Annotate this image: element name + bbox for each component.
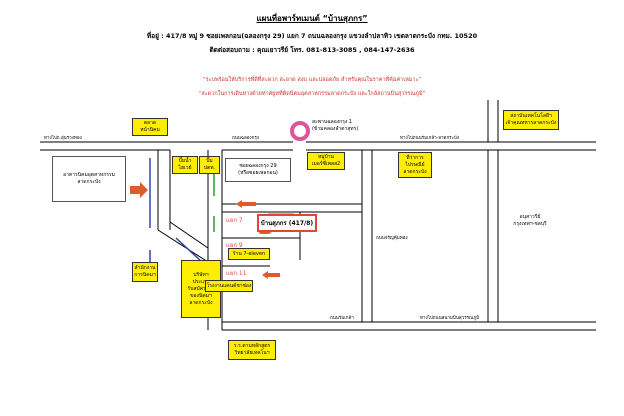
diagonal-road-edge-1 — [157, 229, 209, 263]
promo-note-2: “สะดวกในการเดินทางด้วยท่าศยูทที่ติดนิคมอ… — [198, 91, 426, 97]
road-label-top-right: ทางไปถนนร่มเกล้า-ลาดกระบัง — [400, 136, 460, 141]
road-label-chalong-krung: ถนนฉลองกรุง — [232, 136, 259, 141]
map-title: แผนที่อพาร์ทเมนต์ “บ้านสุภกร” — [256, 14, 368, 23]
place-factory: โรงงานแคนด์ชาช่อง — [205, 280, 253, 292]
soi-11-label: แยก 11 — [226, 270, 247, 277]
road-label-rom-klao-right: ทางไปถนนสนามบินสุวรรณภูมิ — [420, 316, 480, 321]
place-monument: อนุสาวรีย์ กรุงเทพฯ-ชลบุรี — [510, 212, 550, 230]
diagonal-road-edge-2 — [169, 221, 209, 249]
place-pump2: ปั๊ม ปตท. — [199, 156, 220, 174]
bridge-label: สะพานฉลองกรุง 1 (ข้ามคลองลำตาสุทร) — [312, 119, 359, 132]
place-soi29: ซอยฉลองกรุง 29 (หรือซอยเพลกอน) — [225, 158, 291, 182]
bridge-marker — [290, 121, 310, 141]
place-estate: อาคารนิคมอุตสาหกรรม ลาดกระบัง — [52, 156, 126, 202]
red-arrow-factory — [262, 271, 280, 279]
road-label-rom-klao: ถนนร่มเกล้า — [330, 316, 354, 321]
place-hospital: สถาบันเทคโนโลยีฯ เจ้าคุณทหารลาดกระบัง — [503, 110, 559, 130]
road-label-top-left: ทางไปถ.อุ่นรวงทอง — [44, 136, 82, 141]
address-line: ที่อยู่ : 417/8 หมู่ 9 ซอยเพลกอน(ฉลองกรุ… — [146, 32, 478, 40]
place-market: ตลาด หน้านิคม — [132, 118, 168, 136]
red-arrow-soi29 — [236, 200, 256, 208]
soi-7-label: แยก 7 — [226, 217, 243, 224]
road-label-khum-thong: ถนนจรัญคุ้มทอง — [376, 236, 408, 241]
place-school: ร.ร.ตามหลักสูตร วิทยาลัยเทคโนฯ — [228, 340, 276, 360]
promo-note-1: “ระบพร้อมให้บริการที่ดีที่สะดวก สะอาด สง… — [202, 77, 422, 83]
place-village: หมู่บ้าน เมอร์ซี่เพลส2 — [307, 152, 345, 170]
place-pump1: ปั๊มน้ำ ไฮเวย์ — [172, 156, 198, 174]
place-tax-office: ที่ว่าการ ไปรษณีย์ ลาดกระบัง — [398, 152, 432, 178]
route-arrow-diagonal — [175, 237, 203, 263]
contact-line: ติดต่อสอบถาม : คุณเยาวรีย์ โทร. 081-813-… — [209, 46, 415, 54]
destination-home: บ้านสุภกร (417/8) — [257, 214, 317, 232]
place-office: สำนักงาน การนิคมฯ — [132, 262, 158, 282]
place-seven-eleven: ร้าน 7-eleven — [228, 248, 270, 260]
soi-9-label: แยก 9 — [226, 242, 243, 249]
red-arrow-left — [130, 182, 148, 198]
